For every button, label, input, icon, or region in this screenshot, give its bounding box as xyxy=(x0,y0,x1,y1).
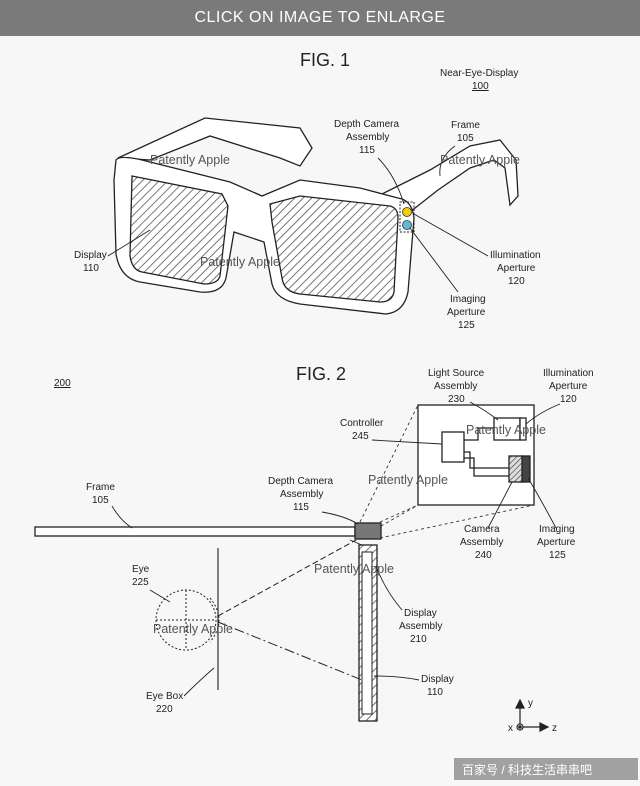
svg-text:Assembly: Assembly xyxy=(460,537,503,548)
svg-text:115: 115 xyxy=(293,502,309,513)
patent-figure[interactable]: FIG. 1 Near-Eye-Display 100 Depth Camera… xyxy=(0,36,640,786)
svg-text:Aperture: Aperture xyxy=(497,263,536,274)
fig2-title: FIG. 2 xyxy=(296,364,346,384)
eye-label: Eye 225 xyxy=(132,564,150,588)
axes-indicator xyxy=(515,698,550,732)
svg-text:110: 110 xyxy=(83,263,99,274)
depth-camera-label-fig2: Depth Camera Assembly 115 xyxy=(268,476,333,513)
leader-lines-fig1 xyxy=(107,145,489,293)
frame-bar xyxy=(34,526,356,537)
svg-text:Assembly: Assembly xyxy=(434,381,477,392)
watermark-text: Patently Apple xyxy=(314,562,394,576)
depth-camera-label-fig1: Depth Camera Assembly 115 xyxy=(334,119,399,156)
glasses-illustration xyxy=(113,117,519,315)
depth-camera-block xyxy=(354,522,382,540)
svg-text:Assembly: Assembly xyxy=(346,132,389,143)
svg-text:225: 225 xyxy=(132,577,149,588)
illumination-label-fig1: Illumination Aperture 120 xyxy=(490,250,541,287)
fig1: FIG. 1 Near-Eye-Display 100 Depth Camera… xyxy=(74,50,541,331)
svg-text:Assembly: Assembly xyxy=(399,621,442,632)
imaging-label-fig1: Imaging Aperture 125 xyxy=(447,294,486,331)
leader-lines-fig2 xyxy=(111,401,561,697)
fig1-title: FIG. 1 xyxy=(300,50,350,70)
svg-text:105: 105 xyxy=(92,495,109,506)
fig2-ref-label: 200 xyxy=(54,378,71,389)
light-source-label: Light Source Assembly 230 xyxy=(428,368,485,405)
watermark-text: Patently Apple xyxy=(150,153,230,167)
eye-diagram xyxy=(155,539,363,690)
watermark-text: Patently Apple xyxy=(153,622,233,636)
illumination-label-fig2: Illumination Aperture 120 xyxy=(543,368,594,405)
enlarge-image-banner[interactable]: CLICK ON IMAGE TO ENLARGE xyxy=(0,0,640,36)
svg-text:Depth Camera: Depth Camera xyxy=(268,476,333,487)
eye-box-label: Eye Box 220 xyxy=(146,691,183,715)
svg-text:220: 220 xyxy=(156,704,173,715)
svg-text:Controller: Controller xyxy=(340,418,384,429)
svg-text:Assembly: Assembly xyxy=(280,489,323,500)
svg-text:125: 125 xyxy=(458,320,475,331)
svg-text:245: 245 xyxy=(352,431,369,442)
svg-text:Imaging: Imaging xyxy=(539,524,575,535)
watermarks: Patently Apple Patently Apple Patently A… xyxy=(150,153,546,636)
svg-text:240: 240 xyxy=(475,550,492,561)
svg-text:Display: Display xyxy=(74,250,107,261)
display-panel xyxy=(361,551,373,715)
svg-text:Frame: Frame xyxy=(86,482,115,493)
depth-camera-detail-box xyxy=(417,404,535,506)
svg-text:Eye: Eye xyxy=(132,564,150,575)
svg-text:230: 230 xyxy=(448,394,465,405)
device-ref-label: 100 xyxy=(472,81,489,92)
svg-text:120: 120 xyxy=(508,276,525,287)
axis-z-label: z xyxy=(552,723,557,734)
svg-text:125: 125 xyxy=(549,550,566,561)
watermark-text: Patently Apple xyxy=(466,423,546,437)
projection-lines xyxy=(359,404,535,539)
watermark-text: Patently Apple xyxy=(440,153,520,167)
svg-text:Imaging: Imaging xyxy=(450,294,486,305)
imaging-label-fig2: Imaging Aperture 125 xyxy=(537,524,576,561)
svg-text:120: 120 xyxy=(560,394,577,405)
controller-label: Controller 245 xyxy=(340,418,384,442)
display-assembly-label: Display Assembly 210 xyxy=(399,608,442,645)
svg-text:210: 210 xyxy=(410,634,427,645)
svg-text:Frame: Frame xyxy=(451,120,480,131)
display-label-fig2: Display 110 xyxy=(421,674,454,698)
svg-text:Aperture: Aperture xyxy=(537,537,576,548)
svg-text:Display: Display xyxy=(404,608,437,619)
svg-text:Display: Display xyxy=(421,674,454,685)
fig2: FIG. 2 200 xyxy=(34,364,594,734)
frame-label-fig1: Frame 105 xyxy=(451,120,480,144)
svg-text:Illumination: Illumination xyxy=(490,250,541,261)
svg-text:Aperture: Aperture xyxy=(447,307,486,318)
display-label-fig1: Display 110 xyxy=(74,250,107,274)
svg-text:Eye Box: Eye Box xyxy=(146,691,183,702)
svg-text:Aperture: Aperture xyxy=(549,381,588,392)
camera-assembly-label: Camera Assembly 240 xyxy=(460,524,503,561)
svg-text:Depth Camera: Depth Camera xyxy=(334,119,399,130)
svg-text:105: 105 xyxy=(457,133,474,144)
watermark-text: Patently Apple xyxy=(200,255,280,269)
watermark-text: Patently Apple xyxy=(368,473,448,487)
source-tag: 百家号 / 科技生活串串吧 xyxy=(454,758,638,780)
svg-text:110: 110 xyxy=(427,687,443,698)
svg-text:Light Source: Light Source xyxy=(428,368,485,379)
svg-text:115: 115 xyxy=(359,145,375,156)
frame-label-fig2: Frame 105 xyxy=(86,482,115,506)
device-name-label: Near-Eye-Display xyxy=(440,68,518,79)
svg-text:Illumination: Illumination xyxy=(543,368,594,379)
svg-text:百家号 / 科技生活串串吧: 百家号 / 科技生活串串吧 xyxy=(462,762,592,777)
svg-text:Camera: Camera xyxy=(464,524,500,535)
axis-y-label: y xyxy=(528,698,533,709)
axis-x-label: x xyxy=(508,723,513,734)
